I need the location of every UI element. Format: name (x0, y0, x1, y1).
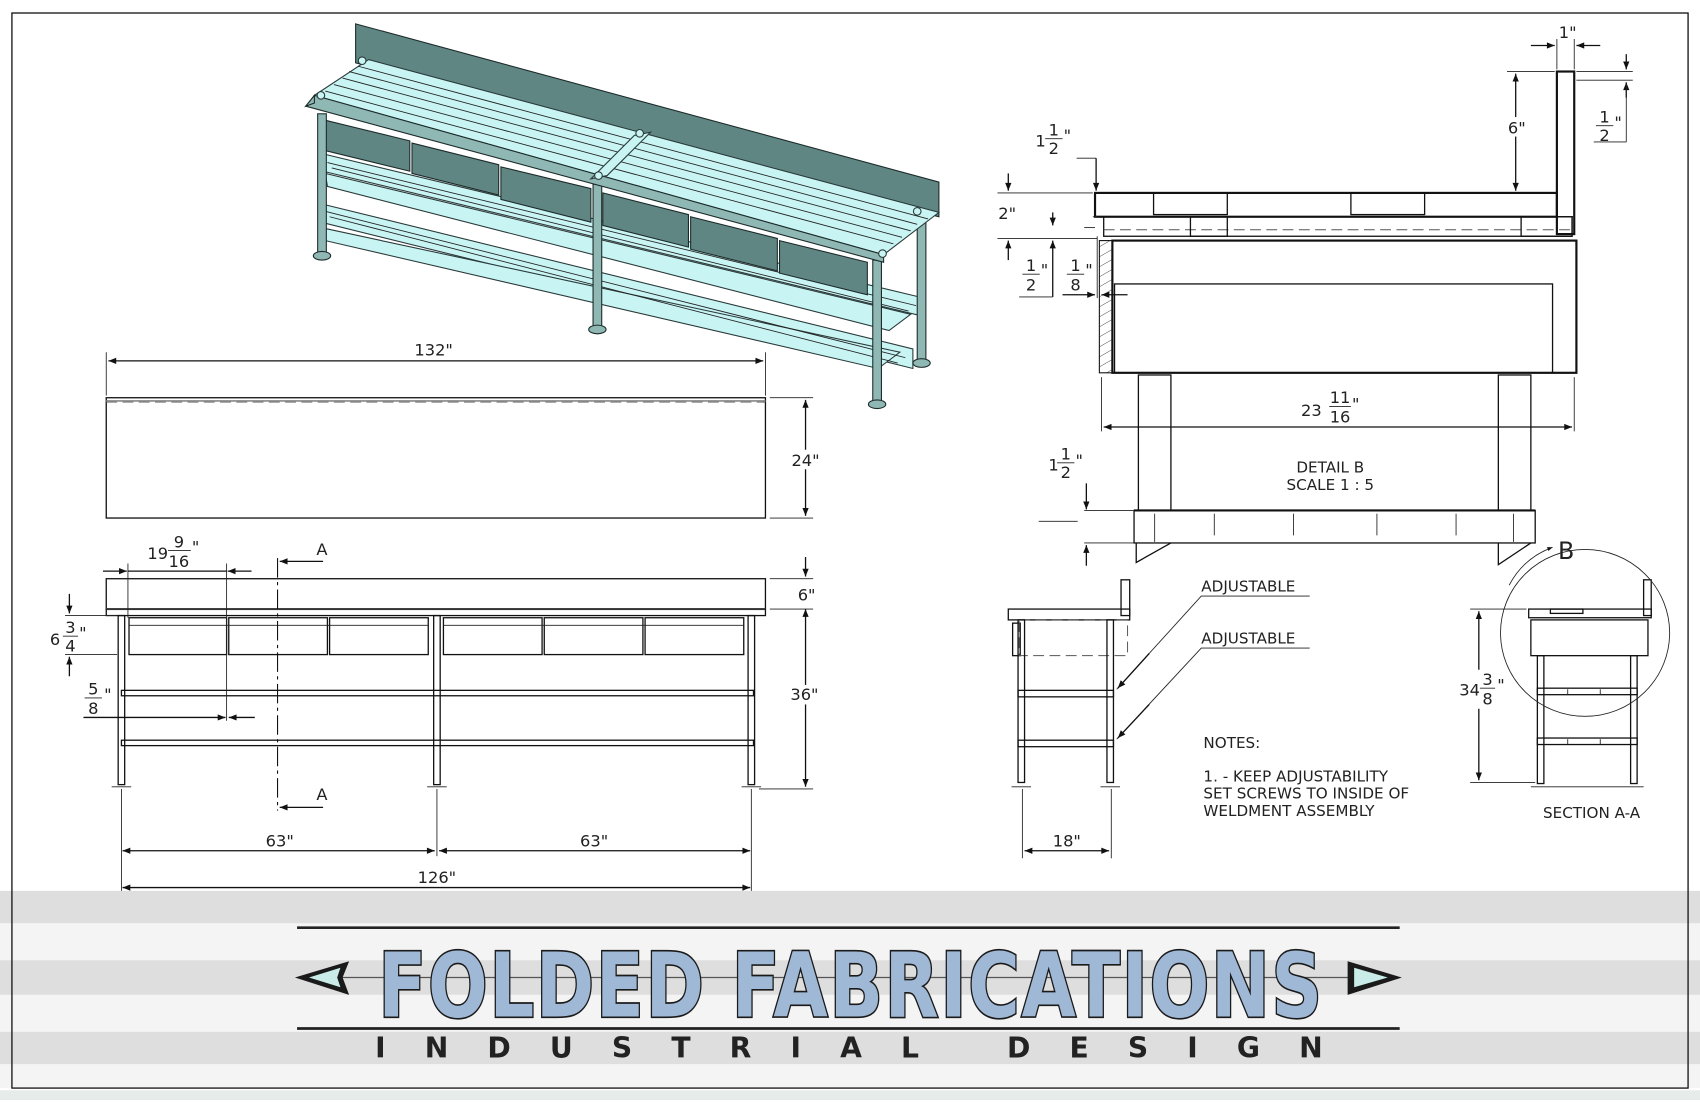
backsplash-thickness-dimension: 1" (1559, 23, 1577, 42)
svg-text:2: 2 (1061, 463, 1071, 482)
drawer-width-detail-dimension: 23 11 16 " (1298, 387, 1364, 427)
svg-text:23: 23 (1301, 401, 1322, 420)
svg-text:3: 3 (1482, 670, 1492, 689)
front-view: A A 19 9 16 " 6 3 4 " 5 (50, 532, 822, 891)
svg-text:4: 4 (65, 636, 75, 655)
logo-band-stripes (0, 890, 1700, 1100)
svg-text:8: 8 (1482, 689, 1492, 708)
gap-dimension: 1 8 " (1066, 256, 1093, 294)
svg-text:": " (104, 685, 111, 704)
svg-text:9: 9 (174, 532, 184, 551)
logo-arrow-right-icon (1347, 961, 1402, 995)
backsplash-top-dimension: 1 2 " (1595, 107, 1622, 145)
svg-text:3: 3 (65, 618, 75, 637)
height-dimension: 36" (790, 685, 818, 704)
notes-block: NOTES: 1. - KEEP ADJUSTABILITY SET SCREW… (1203, 734, 1409, 820)
svg-text:8: 8 (1070, 275, 1080, 294)
svg-text:1: 1 (1061, 445, 1071, 464)
svg-text:2: 2 (1599, 126, 1609, 145)
company-name: FOLDED FABRICATIONS (378, 934, 1323, 1038)
svg-text:11: 11 (1330, 388, 1351, 407)
leg-gap-dimension: 5 8 " (84, 680, 112, 718)
sheet-border (11, 12, 1689, 1089)
notes-heading: NOTES: (1203, 734, 1260, 752)
section-marker-a-top: A (316, 540, 327, 559)
svg-text:6: 6 (50, 630, 60, 649)
svg-text:": " (1352, 395, 1359, 414)
top-thickness-dimension: 2" (998, 204, 1016, 223)
svg-text:1: 1 (1599, 107, 1609, 126)
svg-text:": " (192, 538, 199, 557)
svg-text:": " (1041, 260, 1048, 279)
svg-text:": " (1085, 260, 1092, 279)
top-depth-dimension: 24" (791, 451, 819, 470)
svg-text:1: 1 (1035, 131, 1045, 150)
svg-text:16: 16 (1330, 408, 1351, 427)
logo-arrow-left-icon (294, 961, 350, 995)
note-line-3: WELDMENT ASSEMBLY (1203, 802, 1375, 820)
top-view: 132" 24" (105, 340, 822, 519)
svg-text:5: 5 (88, 680, 98, 699)
svg-text:": " (1076, 451, 1083, 470)
top-offset-dimension: 1 1 2 " (1035, 120, 1071, 157)
section-marker-a-bottom: A (316, 785, 327, 804)
backsplash-height-dimension: 6" (1508, 118, 1526, 137)
svg-text:19: 19 (147, 544, 168, 563)
top-width-dimension: 132" (414, 340, 453, 359)
section-a-view: B 34 3 8 " SECTION A-A (1457, 537, 1671, 822)
backsplash-dimension: 6" (798, 585, 816, 604)
svg-text:1: 1 (1026, 256, 1036, 275)
svg-text:16: 16 (169, 552, 190, 571)
section-a-title: SECTION A-A (1543, 804, 1641, 822)
svg-text:2: 2 (1049, 139, 1059, 158)
span-left-dimension: 63" (266, 831, 294, 850)
svg-text:1: 1 (1049, 120, 1059, 139)
svg-text:1: 1 (1070, 256, 1080, 275)
callout-adjustable-upper: ADJUSTABLE (1201, 578, 1295, 596)
section-height-dimension: 34 3 8 " (1457, 669, 1508, 709)
detail-marker-b: B (1558, 537, 1574, 565)
svg-text:8: 8 (88, 699, 98, 718)
svg-text:": " (1497, 675, 1504, 694)
span-right-dimension: 63" (580, 831, 608, 850)
svg-text:": " (79, 623, 86, 642)
svg-text:": " (1614, 113, 1621, 132)
svg-text:": " (1064, 126, 1071, 145)
shelf-offset-dimension: 1 1 2 " (1048, 445, 1083, 482)
isometric-model-view (304, 23, 941, 410)
detail-b-title: DETAIL B (1296, 459, 1364, 477)
detail-b-view: 1" 6" 1 2 " 1 1 2 " 2 (997, 23, 1633, 566)
drawer-height-dimension: 6 3 4 " (50, 618, 87, 655)
drawer-width-dimension: 19 9 16 " (147, 532, 199, 571)
lip-dimension: 1 2 " (1022, 256, 1048, 294)
svg-text:34: 34 (1459, 681, 1480, 700)
svg-text:1: 1 (1048, 455, 1058, 474)
total-span-dimension: 126" (418, 868, 457, 887)
callout-adjustable-lower: ADJUSTABLE (1201, 630, 1295, 648)
note-line-1: 1. - KEEP ADJUSTABILITY (1203, 767, 1388, 785)
detail-b-scale: SCALE 1 : 5 (1287, 476, 1374, 494)
side-view: 18" ADJUSTABLE ADJUSTABLE (1007, 578, 1310, 859)
note-line-2: SET SCREWS TO INSIDE OF (1203, 785, 1409, 803)
svg-text:2: 2 (1026, 275, 1036, 294)
side-depth-dimension: 18" (1053, 831, 1081, 850)
